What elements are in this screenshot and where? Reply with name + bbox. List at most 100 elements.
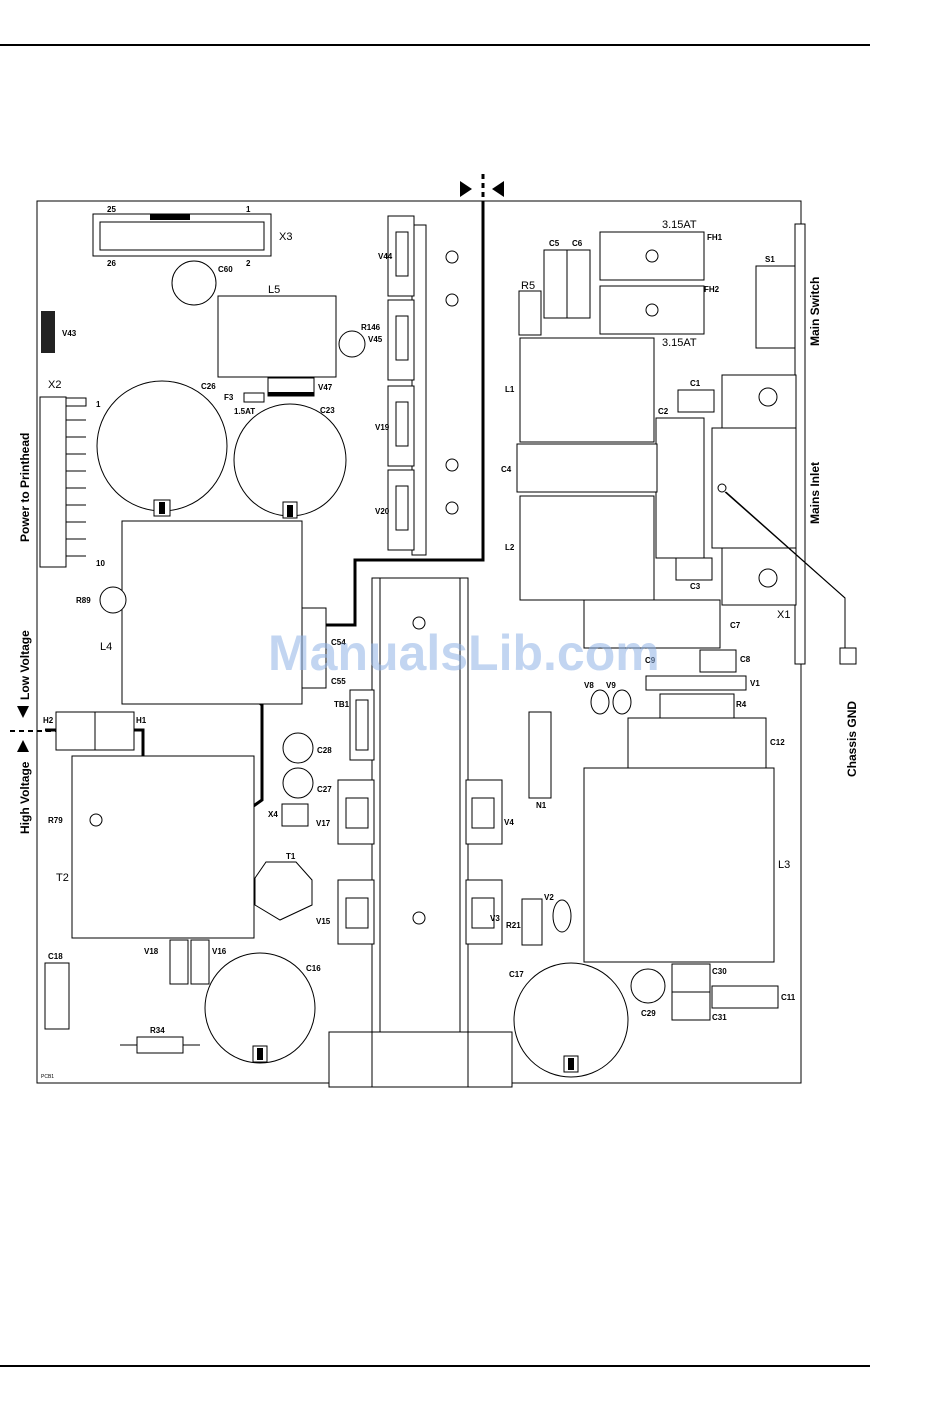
- capacitor-c27: [282, 767, 314, 799]
- label-v17: V17: [316, 819, 331, 828]
- label-c27: C27: [317, 785, 332, 794]
- label-v43: V43: [62, 329, 77, 338]
- component-n1: [528, 711, 552, 799]
- label-fh2-rating: 3.15AT: [662, 337, 697, 349]
- label-x4: X4: [268, 810, 278, 819]
- fuse-f3: [243, 392, 265, 403]
- label-r21: R21: [506, 921, 521, 930]
- arrow-low-voltage: [17, 706, 29, 718]
- label-c9: C9: [645, 656, 656, 665]
- resistor-r146: [338, 330, 366, 358]
- capacitor-c18: [44, 962, 70, 1030]
- component-v2: [552, 899, 572, 933]
- label-x2-pin1: 1: [96, 400, 101, 409]
- capacitor-c7: [583, 599, 721, 649]
- label-c28: C28: [317, 746, 332, 755]
- label-v3: V3: [490, 914, 500, 923]
- label-tb1: TB1: [334, 700, 350, 709]
- component-v1: [645, 675, 747, 691]
- capacitor-c23: [233, 403, 347, 517]
- label-v9: V9: [606, 681, 616, 690]
- arrow-high-voltage: [17, 740, 29, 752]
- label-r34: R34: [150, 1026, 165, 1035]
- label-x2-pin10: 10: [96, 559, 105, 568]
- label-v19: V19: [375, 423, 390, 432]
- connector-x4: [281, 803, 309, 827]
- label-c12: C12: [770, 738, 785, 747]
- inductor-l4: [121, 520, 303, 705]
- capacitor-c8: [699, 649, 737, 673]
- divider-marker: [460, 174, 504, 206]
- label-c55: C55: [331, 677, 346, 686]
- inductor-l5: [217, 295, 337, 378]
- component-v43: [41, 311, 55, 353]
- capacitor-c26: [96, 380, 228, 512]
- resistor-r89: [99, 586, 127, 614]
- capacitor-c2: [655, 417, 705, 559]
- resistor-r5: [518, 290, 542, 336]
- label-l2: L2: [505, 543, 515, 552]
- label-c1: C1: [690, 379, 701, 388]
- component-t1: [254, 861, 313, 921]
- label-power-to-printhead: Power to Printhead: [18, 433, 32, 542]
- resistor-r21: [521, 898, 543, 946]
- capacitor-c1: [677, 389, 715, 413]
- label-v45: V45: [368, 335, 383, 344]
- heatsink-lower: [328, 577, 513, 1088]
- label-c60: C60: [218, 265, 233, 274]
- label-v47: V47: [318, 383, 333, 392]
- inductor-l2: [519, 495, 655, 601]
- label-v8: V8: [584, 681, 594, 690]
- label-x3-pin25: 25: [107, 205, 116, 214]
- label-v20: V20: [375, 507, 390, 516]
- inductor-l3: [583, 767, 775, 963]
- label-v18: V18: [144, 947, 159, 956]
- label-c29: C29: [641, 1009, 656, 1018]
- label-l1: L1: [505, 385, 515, 394]
- capacitor-c28: [282, 732, 314, 764]
- inductor-l1: [519, 337, 655, 443]
- label-c3: C3: [690, 582, 701, 591]
- label-pcb: PCB1: [41, 1074, 54, 1080]
- label-r5: R5: [521, 280, 535, 292]
- label-c54: C54: [331, 638, 346, 647]
- label-c5: C5: [549, 239, 560, 248]
- label-x1: X1: [777, 609, 790, 621]
- label-x3-pin2: 2: [246, 259, 251, 268]
- label-c8: C8: [740, 655, 751, 664]
- capacitor-c29: [630, 968, 666, 1004]
- capacitor-c4: [516, 443, 658, 493]
- capacitor-c60: [171, 260, 217, 306]
- transformer-t2: [71, 755, 255, 939]
- label-fh1: FH1: [707, 233, 723, 242]
- label-chassis-gnd: Chassis GND: [845, 701, 859, 777]
- label-r79: R79: [48, 816, 63, 825]
- label-v2: V2: [544, 893, 554, 902]
- capacitor-c17: [513, 962, 629, 1078]
- label-l3: L3: [778, 859, 790, 871]
- label-t1: T1: [286, 852, 296, 861]
- label-f3: F3: [224, 393, 234, 402]
- mains-inlet-x1: [711, 374, 857, 665]
- label-c4: C4: [501, 465, 512, 474]
- label-r146: R146: [361, 323, 381, 332]
- label-v1: V1: [750, 679, 760, 688]
- label-c7: C7: [730, 621, 741, 630]
- resistor-r4: [659, 693, 735, 719]
- label-c6: C6: [572, 239, 583, 248]
- label-v4: V4: [504, 818, 514, 827]
- capacitor-c12: [627, 717, 767, 769]
- resistor-r34: [136, 1036, 184, 1054]
- label-s1: S1: [765, 255, 775, 264]
- label-n1: N1: [536, 801, 547, 810]
- component-v9: [612, 689, 632, 715]
- label-l5: L5: [268, 284, 280, 296]
- label-mains-inlet: Mains Inlet: [808, 462, 822, 524]
- label-c30: C30: [712, 967, 727, 976]
- connector-x2: [39, 396, 87, 568]
- label-fh2: FH2: [704, 285, 720, 294]
- label-f3-rating: 1.5AT: [234, 407, 255, 416]
- label-c16: C16: [306, 964, 321, 973]
- bottom-rule: [0, 1365, 870, 1367]
- label-c17: C17: [509, 970, 524, 979]
